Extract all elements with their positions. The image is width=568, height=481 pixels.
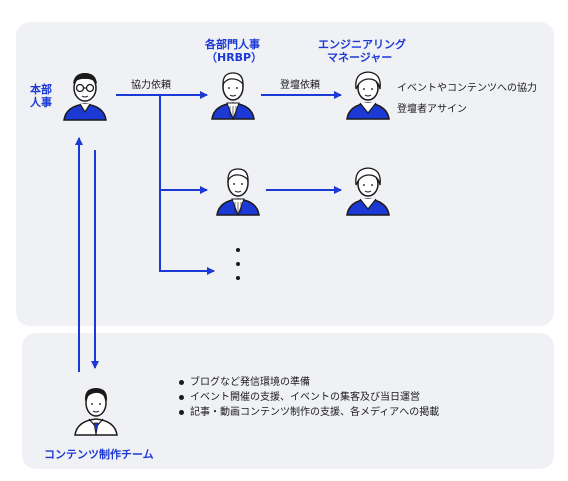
person-suit-icon <box>211 72 255 121</box>
content-team-panel <box>22 333 554 469</box>
person-engineer-icon <box>346 167 390 216</box>
em-title: エンジニアリング <box>318 38 406 51</box>
task-item: イベント開催の支援、イベントの集客及び当日運営 <box>176 390 439 405</box>
org-panel <box>16 22 554 326</box>
task-item: 記事・動画コンテンツ制作の支援、各メディアへの掲載 <box>176 405 439 420</box>
ellipsis-dot <box>236 248 240 252</box>
kyoryoku-label: 協力依頼 <box>131 80 171 91</box>
honbu-label: 本部 人事 <box>30 83 52 109</box>
ellipsis-dot <box>236 276 240 280</box>
content-team-label: コンテンツ制作チーム <box>44 448 154 461</box>
em-subtitle: マネージャー <box>327 51 393 64</box>
hrbp-subtitle: （HRBP） <box>206 51 263 64</box>
hrbp-title: 各部門人事 <box>205 38 260 51</box>
toudan-label: 登壇依頼 <box>280 80 320 91</box>
ellipsis-dot <box>236 262 240 266</box>
content-team-tasks: ブログなど発信環境の準備 イベント開催の支援、イベントの集客及び当日運営 記事・… <box>176 375 439 420</box>
person-glasses-icon <box>63 73 107 121</box>
person-suit-icon <box>216 168 260 217</box>
person-engineer-icon <box>346 71 390 120</box>
task-item: ブログなど発信環境の準備 <box>176 375 439 390</box>
em-task-1: イベントやコンテンツへの協力 <box>397 83 537 94</box>
person-creator-icon <box>74 388 118 436</box>
em-task-2: 登壇者アサイン <box>397 104 467 115</box>
